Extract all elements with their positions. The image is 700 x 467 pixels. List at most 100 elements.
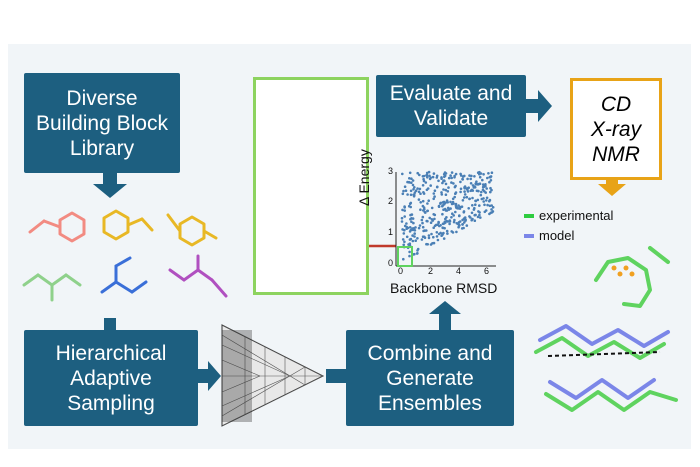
scatter-point: [422, 206, 426, 209]
scatter-point: [436, 238, 440, 242]
methods-frame: CD X-ray NMR: [570, 78, 662, 180]
scatter-point: [401, 192, 405, 196]
scatter-point: [429, 221, 433, 224]
scatter-point: [444, 172, 448, 175]
scatter-point: [465, 195, 469, 199]
scatter-point: [426, 219, 429, 223]
scatter-point: [432, 197, 436, 201]
scatter-point: [422, 177, 425, 181]
scatter-point: [407, 204, 411, 208]
scatter-point: [439, 202, 442, 205]
scatter-point: [464, 219, 467, 222]
scatter-point: [435, 231, 439, 234]
scatter-point: [421, 215, 425, 219]
scatter-point: [421, 221, 424, 225]
scatter-point: [473, 206, 476, 210]
scatter-point: [406, 193, 409, 196]
scatter-point: [418, 173, 421, 177]
scatter-point: [485, 199, 488, 202]
x-tick-2: 2: [428, 266, 434, 276]
scatter-point: [432, 235, 435, 239]
scatter-point: [429, 176, 433, 179]
scatter-point: [429, 184, 433, 187]
scatter-point: [416, 171, 420, 175]
scatter-point: [408, 171, 412, 175]
scatter-point: [459, 187, 463, 191]
scatter-point: [428, 216, 432, 220]
scatter-point: [402, 243, 406, 247]
mesh-dense-region: [222, 330, 252, 422]
scatter-point: [471, 189, 475, 192]
scatter-point: [449, 174, 452, 177]
scatter-point: [463, 186, 466, 189]
scatter-point: [489, 190, 492, 194]
scatter-point: [427, 199, 431, 202]
scatter-point: [441, 204, 444, 208]
scatter-point: [441, 212, 444, 216]
scatter-point: [486, 176, 489, 180]
scatter-point: [453, 174, 456, 178]
combine-line-3: Ensembles: [378, 391, 482, 415]
scatter-point: [491, 206, 495, 209]
scatter-point: [419, 201, 423, 204]
scatter-point: [409, 189, 413, 193]
scatter-point: [443, 175, 446, 179]
arrow-into-combine: [326, 369, 346, 383]
scatter-point: [430, 206, 434, 210]
scatter-point: [428, 174, 431, 178]
scatter-point: [481, 183, 485, 186]
legend-experimental: experimental: [524, 208, 613, 223]
scatter-point: [400, 216, 404, 220]
scatter-point: [410, 177, 413, 180]
scatter-point: [421, 184, 425, 187]
scatter-point: [433, 195, 436, 198]
scatter-point: [426, 176, 429, 179]
scatter-point: [430, 232, 433, 236]
scatter-point: [442, 188, 445, 191]
scatter-point: [473, 219, 477, 222]
y-tick-2: 2: [388, 196, 394, 206]
scatter-point: [444, 217, 447, 221]
scatter-point: [467, 207, 471, 210]
scatter-point: [454, 202, 458, 206]
library-line-2: Building Block: [36, 111, 168, 135]
scatter-point: [413, 186, 416, 189]
scatter-point: [409, 193, 413, 197]
scatter-point: [403, 240, 406, 244]
scatter-point: [450, 181, 453, 184]
scatter-point: [446, 232, 449, 235]
combine-box: Combine and Generate Ensembles: [346, 330, 514, 426]
scatter-point: [425, 171, 429, 175]
scatter-point: [462, 210, 466, 213]
legend-model: model: [524, 228, 574, 243]
scatter-point: [407, 243, 410, 246]
scatter-point: [416, 252, 419, 255]
scatter-point: [461, 199, 465, 202]
scatter-point: [481, 188, 485, 192]
scatter-point: [405, 227, 409, 230]
legend-experimental-label: experimental: [539, 208, 614, 223]
hbond-dots: [611, 265, 635, 277]
scatter-point: [411, 183, 415, 187]
scatter-point: [491, 210, 495, 213]
scatter-point: [448, 220, 452, 223]
scatter-point: [421, 199, 425, 203]
scatter-point: [424, 181, 428, 184]
scatter-point: [423, 236, 427, 240]
scatter-point: [455, 230, 458, 234]
scatter-point: [440, 193, 444, 196]
scatter-point: [478, 172, 481, 176]
scatter-point: [432, 172, 436, 175]
library-line-3: Library: [69, 136, 135, 160]
scatter-point: [412, 221, 415, 225]
scatter-point: [401, 208, 404, 212]
scatter-point: [489, 211, 493, 215]
scatter-point: [467, 186, 471, 189]
scatter-point: [403, 209, 407, 212]
scatter-point: [452, 182, 455, 185]
scatter-point: [454, 172, 458, 176]
scatter-point: [410, 181, 413, 184]
scatter-point: [444, 193, 448, 196]
scatter-point: [483, 203, 486, 207]
scatter-point: [466, 177, 469, 181]
